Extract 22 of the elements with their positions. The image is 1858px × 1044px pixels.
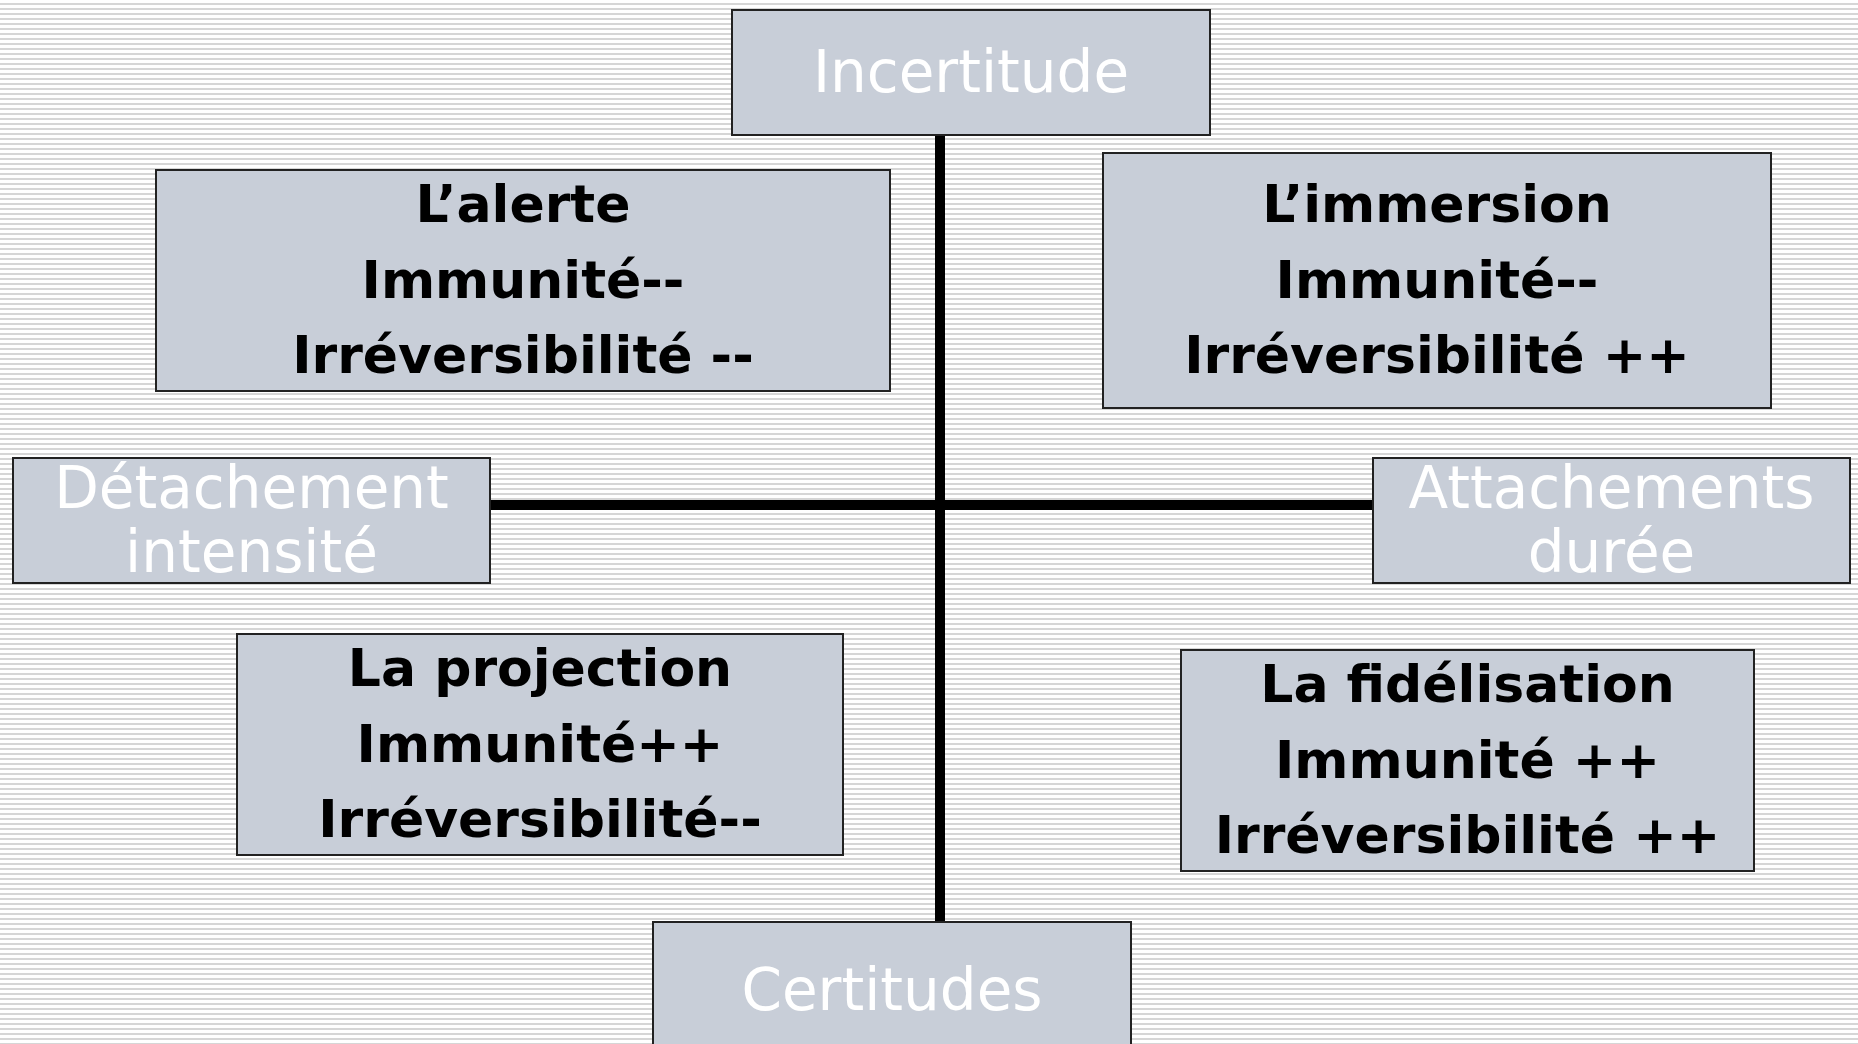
quadrant-rating: Immunité-- [1275,248,1599,312]
quadrant-rating: Irréversibilité -- [292,324,754,388]
quadrant-box [236,633,844,856]
quadrant-box [1180,649,1755,872]
quadrant-rating: Immunité ++ [1275,728,1660,792]
quadrant-rating: Immunité++ [356,712,724,776]
quadrant-title: La fidélisation [1260,653,1675,717]
quadrant-title: L’immersion [1262,173,1612,237]
quadrant-title: L’alerte [415,173,631,237]
axis-label-box [1372,457,1851,584]
axis-line [935,136,945,921]
quadrant-box [1102,152,1772,409]
quadrant-box [155,169,891,392]
axis-label-box [12,457,491,584]
quadrant-rating: Immunité-- [361,248,685,312]
axis-line [491,500,1372,510]
axis-label-box [731,9,1211,136]
quadrant-rating: Irréversibilité ++ [1214,804,1721,868]
axis-label-box [652,921,1132,1044]
quadrant-rating: Irréversibilité-- [318,788,762,852]
quadrant-title: La projection [347,637,733,701]
quadrant-rating: Irréversibilité ++ [1184,324,1690,388]
